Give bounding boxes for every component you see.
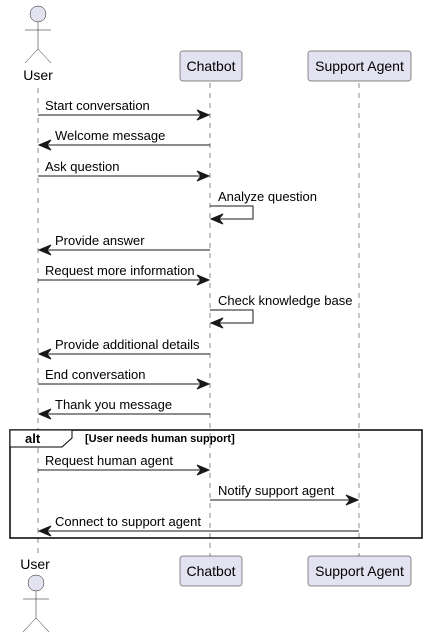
- actor-user-top: User: [23, 5, 53, 83]
- participant-box: [307, 555, 412, 587]
- message: Request more information: [38, 263, 211, 286]
- fragment-keyword: alt: [25, 431, 41, 446]
- arrow-head-icon: [37, 348, 52, 360]
- participant-label-chatbot-bottom: Chatbot: [186, 563, 235, 579]
- actor-label-user-top: User: [23, 67, 53, 83]
- message-label: Request more information: [45, 263, 195, 278]
- message: Start conversation: [38, 98, 211, 121]
- arrow-head-icon: [196, 378, 211, 390]
- participant-chatbot-bottom: Chatbot: [179, 555, 243, 587]
- message-label: Start conversation: [45, 98, 150, 113]
- message-label: End conversation: [45, 367, 145, 382]
- arrow-head-icon: [196, 464, 211, 476]
- arrow-head-icon: [37, 139, 52, 151]
- message-label: Ask question: [45, 159, 119, 174]
- fragment-tab: [9, 429, 73, 448]
- message-label: Analyze question: [218, 189, 317, 204]
- message-label: Welcome message: [55, 128, 165, 143]
- actor-user-bottom: User: [20, 556, 50, 633]
- participant-box: [179, 555, 243, 587]
- message: End conversation: [38, 367, 211, 390]
- message: Notify support agent: [210, 483, 360, 506]
- arrow-head-icon: [209, 317, 224, 329]
- arrow-head-icon: [37, 408, 52, 420]
- participant-chatbot-top: Chatbot: [179, 50, 243, 82]
- arrow-head-icon: [37, 525, 52, 537]
- message-label: Notify support agent: [218, 483, 335, 498]
- message-label: Provide additional details: [55, 337, 200, 352]
- participant-label-chatbot-top: Chatbot: [186, 58, 235, 74]
- message: Welcome message: [37, 128, 210, 151]
- message: Thank you message: [37, 397, 210, 420]
- actor-figure-icon: [24, 5, 52, 64]
- arrow-head-icon: [196, 274, 211, 286]
- message: Provide answer: [37, 233, 210, 256]
- actor-label-user-bottom: User: [20, 556, 50, 572]
- participant-box: [307, 50, 412, 82]
- alt-fragment: alt [User needs human support]: [9, 429, 423, 539]
- participant-label-support-agent-top: Support Agent: [315, 58, 404, 74]
- participant-support-agent-top: Support Agent: [307, 50, 412, 82]
- arrow-head-icon: [345, 494, 360, 506]
- arrow-head-icon: [196, 109, 211, 121]
- message: Ask question: [38, 159, 211, 182]
- message-label: Provide answer: [55, 233, 145, 248]
- arrow-head-icon: [209, 213, 224, 225]
- message-label: Thank you message: [55, 397, 172, 412]
- actor-figure-icon: [22, 574, 50, 633]
- self-message: Check knowledge base: [209, 293, 352, 329]
- message: Request human agent: [38, 453, 211, 476]
- message: Connect to support agent: [37, 514, 359, 537]
- participant-support-agent-bottom: Support Agent: [307, 555, 412, 587]
- participant-label-support-agent-bottom: Support Agent: [315, 563, 404, 579]
- arrow-head-icon: [37, 244, 52, 256]
- message-label: Check knowledge base: [218, 293, 352, 308]
- message: Provide additional details: [37, 337, 210, 360]
- participant-box: [179, 50, 243, 82]
- fragment-guard: [User needs human support]: [85, 433, 235, 445]
- fragment-frame: [9, 429, 423, 539]
- arrow-head-icon: [196, 170, 211, 182]
- message-label: Request human agent: [45, 453, 173, 468]
- self-message: Analyze question: [209, 189, 317, 225]
- message-label: Connect to support agent: [55, 514, 201, 529]
